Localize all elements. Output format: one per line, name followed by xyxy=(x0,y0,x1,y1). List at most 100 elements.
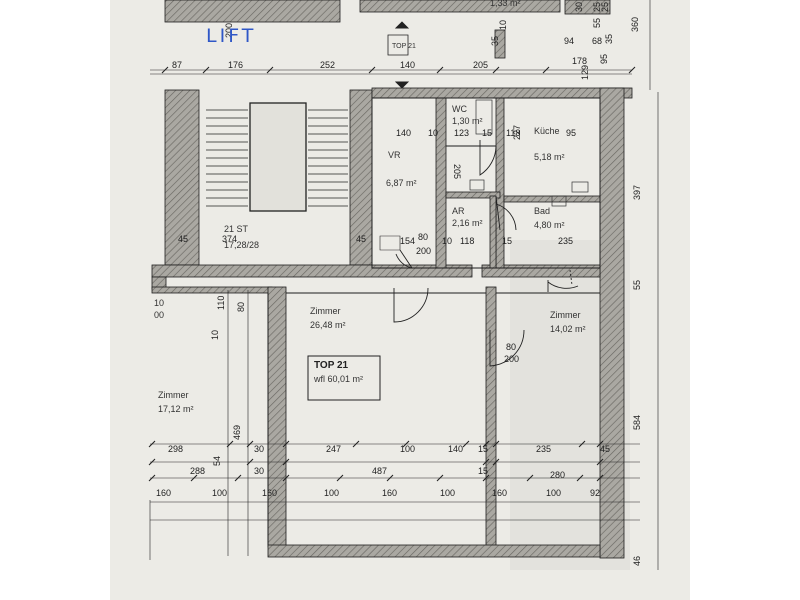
dimension-lines xyxy=(149,0,659,570)
dim-top-95: 95 xyxy=(599,54,609,64)
room-zimmer2-area: 14,02 m² xyxy=(550,324,586,334)
dim-c-100d: 100 xyxy=(546,488,561,498)
dim-c-160b: 160 xyxy=(262,488,277,498)
dimension-tick xyxy=(462,440,470,448)
dimension-tick xyxy=(482,458,490,466)
dim-misc-35: 35 xyxy=(490,36,500,46)
dimension-tick xyxy=(352,440,360,448)
dim-c-100a: 100 xyxy=(212,488,227,498)
room-zimmer1-area: 26,48 m² xyxy=(310,320,346,330)
room-bath-area: 4,80 m² xyxy=(534,220,565,230)
dim-s-154: 154 xyxy=(400,236,415,246)
dimension-tick xyxy=(368,66,376,74)
dim-top-87: 87 xyxy=(172,60,182,70)
dimension-tick xyxy=(526,474,534,482)
dim-misc-94: 94 xyxy=(564,36,574,46)
dimension-tick xyxy=(402,440,410,448)
dimension-tick xyxy=(190,474,198,482)
dim-r-46: 46 xyxy=(632,556,642,566)
dim-v-469: 469 xyxy=(232,425,242,440)
dim-c-100c: 100 xyxy=(440,488,455,498)
dimension-tick xyxy=(482,474,490,482)
dim-top-205: 205 xyxy=(473,60,488,70)
dim-b-15: 15 xyxy=(478,466,488,476)
dimension-tick xyxy=(542,66,550,74)
dim-s-200: 200 xyxy=(416,246,431,256)
dim-s-235: 235 xyxy=(558,236,573,246)
dim-b-288: 288 xyxy=(190,466,205,476)
room-kitchen-name: Küche xyxy=(534,126,560,136)
room-vr-area: 6,87 m² xyxy=(386,178,417,188)
dim-misc-55: 55 xyxy=(592,18,602,28)
dim-misc-25b: 25 xyxy=(592,2,602,12)
dimension-tick xyxy=(234,474,242,482)
dim-b-280: 280 xyxy=(550,470,565,480)
dim-misc-68: 68 xyxy=(592,36,602,46)
dim-v-80: 80 xyxy=(236,302,246,312)
dim-s-15: 15 xyxy=(502,236,512,246)
dim-top-140: 140 xyxy=(400,60,415,70)
dim-top-176: 176 xyxy=(228,60,243,70)
dimension-tick xyxy=(596,474,604,482)
dim-misc-360: 360 xyxy=(630,17,640,32)
dim-a-235: 235 xyxy=(536,444,551,454)
dim-a-140: 140 xyxy=(448,444,463,454)
dimension-tick xyxy=(202,66,210,74)
room-zimmer2-name: Zimmer xyxy=(550,310,581,320)
dim-k-15: 15 xyxy=(482,128,492,138)
room-ar-name: AR xyxy=(452,206,465,216)
dim-a-298: 298 xyxy=(168,444,183,454)
room-ar-area: 2,16 m² xyxy=(452,218,483,228)
dim-c-160d: 160 xyxy=(492,488,507,498)
dim-v-110: 110 xyxy=(216,296,226,310)
inner-lines xyxy=(267,97,601,545)
dimension-tick xyxy=(436,474,444,482)
unit-box xyxy=(307,355,381,401)
dimension-tick xyxy=(436,66,444,74)
dim-v-54: 54 xyxy=(212,456,222,466)
dimension-ticks xyxy=(148,66,636,482)
dim-c-100b: 100 xyxy=(324,488,339,498)
room-kitchen-area: 5,18 m² xyxy=(534,152,565,162)
dim-s-10: 10 xyxy=(442,236,452,246)
dim-a-45: 45 xyxy=(600,444,610,454)
dim-s-374: 374 xyxy=(222,234,237,244)
dim-a-247: 247 xyxy=(326,444,341,454)
dim-s-118: 118 xyxy=(460,236,474,246)
floor-plan-sheet: 87 176 252 140 205 178 129 95 200 35 10 … xyxy=(110,0,690,600)
dim-c-160c: 160 xyxy=(382,488,397,498)
dim-k-123: 123 xyxy=(454,128,469,138)
dim-c-92: 92 xyxy=(590,488,600,498)
dimension-tick xyxy=(576,474,584,482)
dim-s-45b: 45 xyxy=(356,234,366,244)
dim-misc-30: 30 xyxy=(574,2,584,12)
dimension-tick xyxy=(148,458,156,466)
dim-k-227: 227 xyxy=(512,125,522,140)
dim-r-397: 397 xyxy=(632,185,642,200)
dimension-tick xyxy=(148,440,156,448)
dimension-tick xyxy=(282,474,290,482)
dim-misc-200: 200 xyxy=(224,23,234,38)
dimension-tick xyxy=(492,66,500,74)
unit-area: wfl 60,01 m² xyxy=(313,374,363,384)
fragment-top-area: 1,33 m² xyxy=(490,0,521,8)
dim-k-205: 205 xyxy=(452,164,462,179)
fragment-left-b: 00 xyxy=(154,310,164,320)
dimension-tick xyxy=(226,440,234,448)
dim-door-80: 80 xyxy=(506,342,516,352)
door-top-label: TOP 21 xyxy=(392,43,416,50)
dimension-tick xyxy=(386,474,394,482)
dimension-tick xyxy=(266,66,274,74)
dim-top-129: 129 xyxy=(580,65,590,80)
dim-top-252: 252 xyxy=(320,60,335,70)
dim-misc-10: 10 xyxy=(498,20,508,30)
room-wc-area: 1,30 m² xyxy=(452,116,483,126)
dim-c-160a: 160 xyxy=(156,488,171,498)
unit-name: TOP 21 xyxy=(314,360,349,371)
room-bath-name: Bad xyxy=(534,206,550,216)
dimension-tick xyxy=(246,440,254,448)
floor-plan: 87 176 252 140 205 178 129 95 200 35 10 … xyxy=(148,0,659,570)
dim-s-45a: 45 xyxy=(178,234,188,244)
lift-annotation: LIFT xyxy=(206,25,256,47)
dimension-tick xyxy=(492,458,500,466)
